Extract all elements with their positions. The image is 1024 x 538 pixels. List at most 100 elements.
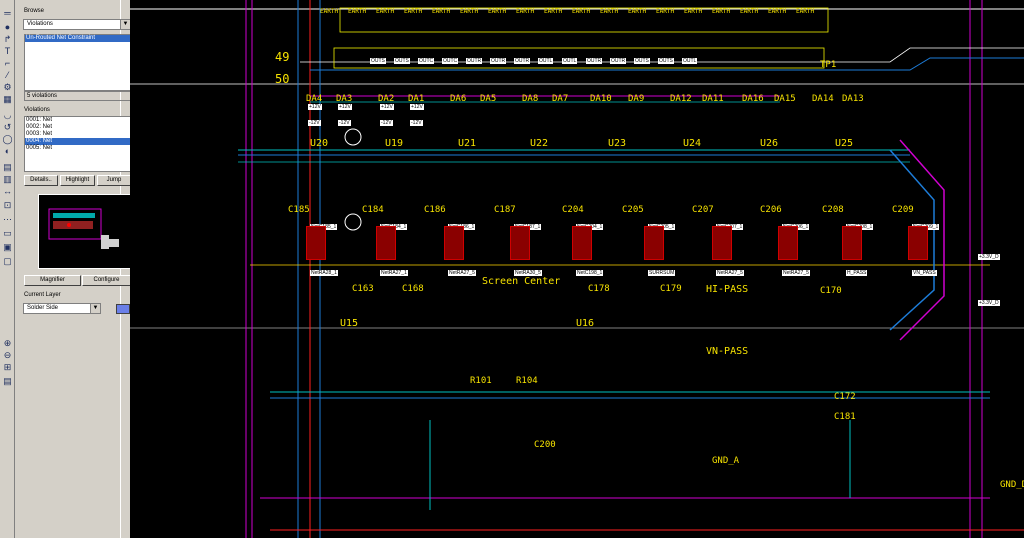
ic-label: U21 bbox=[458, 138, 477, 149]
connector-label[interactable]: OUTR bbox=[466, 58, 483, 64]
connector-label[interactable]: OUTR bbox=[586, 58, 603, 64]
power-label[interactable]: -12V bbox=[380, 120, 393, 126]
net-label[interactable]: NetRA28_1 bbox=[310, 270, 338, 276]
chevron-down-icon[interactable]: ▼ bbox=[120, 20, 130, 29]
rotate-icon[interactable]: ↺ bbox=[3, 122, 12, 132]
browse-mode-value: Violations bbox=[27, 21, 53, 27]
route-icon[interactable]: ═ bbox=[4, 8, 11, 18]
arc-icon[interactable]: ◡ bbox=[3, 110, 12, 120]
zoom-fit-icon[interactable]: ⊞ bbox=[3, 362, 12, 372]
net-label[interactable]: NetRA27_5 bbox=[716, 270, 744, 276]
chip-icon[interactable]: ▥ bbox=[3, 174, 12, 184]
earth-label: EARTH bbox=[712, 8, 731, 15]
component-icon[interactable]: ⊡ bbox=[3, 200, 12, 210]
board-preview-graphic bbox=[48, 208, 119, 249]
power-label[interactable]: +12V bbox=[338, 104, 352, 110]
net-label[interactable]: H_PASS bbox=[846, 270, 868, 276]
current-layer-select[interactable]: Solder Side ▼ bbox=[23, 303, 101, 314]
dac-label: DA9 bbox=[628, 94, 645, 104]
violation-item[interactable]: 0001: Net bbox=[26, 117, 53, 123]
measure-icon[interactable]: ↔ bbox=[3, 186, 12, 196]
earth-label: EARTH bbox=[656, 8, 675, 15]
earth-label: EARTH bbox=[544, 8, 563, 15]
power-label[interactable]: +3.3V_D bbox=[978, 300, 1000, 306]
power-label[interactable]: +12V bbox=[380, 104, 394, 110]
grid-icon[interactable]: ▦ bbox=[3, 94, 12, 104]
capacitor-label: C208 bbox=[822, 205, 844, 215]
circle-icon[interactable]: ◯ bbox=[2, 134, 13, 144]
power-label[interactable]: +3.3V_D bbox=[978, 254, 1000, 260]
net-label[interactable]: NetRA27_5 bbox=[448, 270, 476, 276]
ic-label: U25 bbox=[835, 138, 854, 149]
violation-item[interactable]: 0003: Net bbox=[26, 131, 53, 137]
magnifier-button[interactable]: Magnifier bbox=[24, 275, 81, 286]
left-toolbar: ═ ● ↱ T ⌐ ⁄ ⚙ ▦ ◡ ↺ ◯ ◐ ▤ ▥ ↔ ⊡ ⋯ ▭ ▣ ▢ … bbox=[0, 0, 15, 538]
text-icon[interactable]: T bbox=[4, 46, 11, 56]
net-label[interactable]: SURRSUM bbox=[648, 270, 676, 276]
violation-item[interactable]: 0002: Net bbox=[26, 124, 53, 130]
gnd-label: GND_D bbox=[1000, 480, 1024, 490]
violation-item-selected[interactable]: 0004: Net bbox=[25, 138, 130, 145]
drc-icon[interactable]: ▢ bbox=[3, 256, 12, 266]
power-label[interactable]: -12V bbox=[308, 120, 321, 126]
connector-label[interactable]: OUTR bbox=[490, 58, 507, 64]
via-icon[interactable]: ▣ bbox=[3, 242, 12, 252]
power-label[interactable]: -12V bbox=[338, 120, 351, 126]
settings-icon[interactable]: ⚙ bbox=[3, 82, 12, 92]
browse-mode-select[interactable]: Violations ▼ bbox=[23, 19, 131, 30]
net-label[interactable]: NetC198_1 bbox=[576, 270, 604, 276]
pad bbox=[908, 226, 928, 260]
connector-label[interactable]: OUTL bbox=[562, 58, 578, 64]
chevron-down-icon[interactable]: ▼ bbox=[90, 304, 100, 313]
capacitor-label: C204 bbox=[562, 205, 584, 215]
earth-label: EARTH bbox=[628, 8, 647, 15]
dac-label: DA16 bbox=[742, 94, 764, 104]
violation-list[interactable]: 0001: Net 0002: Net 0003: Net 0004: Net … bbox=[24, 116, 131, 172]
connector-label[interactable]: OUTC bbox=[418, 58, 435, 64]
earth-label: EARTH bbox=[404, 8, 423, 15]
ic-label: U19 bbox=[385, 138, 404, 149]
board-preview[interactable] bbox=[38, 194, 134, 269]
polygon-icon[interactable]: ▭ bbox=[3, 228, 12, 238]
connector-label[interactable]: OUTL bbox=[538, 58, 554, 64]
connector-label[interactable]: OUTS bbox=[658, 58, 674, 64]
capacitor-label: C186 bbox=[424, 205, 446, 215]
rule-list-item[interactable]: Un-Routed Net Constraint bbox=[25, 35, 130, 42]
rule-list[interactable]: Un-Routed Net Constraint bbox=[24, 34, 131, 91]
connector-label[interactable]: OUTC bbox=[442, 58, 459, 64]
violation-item[interactable]: 0005: Net bbox=[26, 145, 53, 151]
power-label[interactable]: +12V bbox=[308, 104, 322, 110]
jump-button[interactable]: Jump bbox=[97, 175, 131, 186]
net-label[interactable]: NetRA27_1 bbox=[380, 270, 408, 276]
configure-button[interactable]: Configure bbox=[82, 275, 131, 286]
connector-label[interactable]: OUTS bbox=[634, 58, 650, 64]
net-icon[interactable]: ⋯ bbox=[3, 214, 12, 224]
net-label[interactable]: NetRA30_5 bbox=[514, 270, 542, 276]
line-icon[interactable]: ⁄ bbox=[6, 70, 9, 80]
pin-icon[interactable]: ↱ bbox=[3, 34, 12, 44]
net-label[interactable]: NetRA27_5 bbox=[782, 270, 810, 276]
connector-label[interactable]: OUTS bbox=[370, 58, 386, 64]
pcb-canvas[interactable]: EARTH EARTH EARTH EARTH EARTH EARTH EART… bbox=[130, 0, 1024, 538]
dac-label: DA8 bbox=[522, 94, 539, 104]
power-label[interactable]: +12V bbox=[410, 104, 424, 110]
connector-label[interactable]: OUTL bbox=[682, 58, 698, 64]
zoom-in-icon[interactable]: ⊕ bbox=[3, 338, 12, 348]
layer-icon[interactable]: ▤ bbox=[3, 162, 12, 172]
layer-color-swatch[interactable] bbox=[116, 304, 130, 314]
half-circle-icon[interactable]: ◐ bbox=[4, 146, 11, 156]
ic-label: U23 bbox=[608, 138, 627, 149]
print-icon[interactable]: ▤ bbox=[3, 376, 12, 386]
zoom-out-icon[interactable]: ⊖ bbox=[3, 350, 12, 360]
dac-label: DA14 bbox=[812, 94, 834, 104]
net-label[interactable]: VN_PASS bbox=[912, 270, 937, 276]
resistor-label: R104 bbox=[516, 376, 538, 386]
wire-icon[interactable]: ⌐ bbox=[4, 58, 11, 68]
connector-label[interactable]: OUTR bbox=[514, 58, 531, 64]
connector-label[interactable]: OUTR bbox=[610, 58, 627, 64]
highlight-button[interactable]: Highlight bbox=[60, 175, 95, 186]
pointer-icon[interactable]: ● bbox=[4, 22, 11, 32]
details-button[interactable]: Details.. bbox=[24, 175, 58, 186]
power-label[interactable]: -12V bbox=[410, 120, 423, 126]
connector-label[interactable]: OUTS bbox=[394, 58, 410, 64]
